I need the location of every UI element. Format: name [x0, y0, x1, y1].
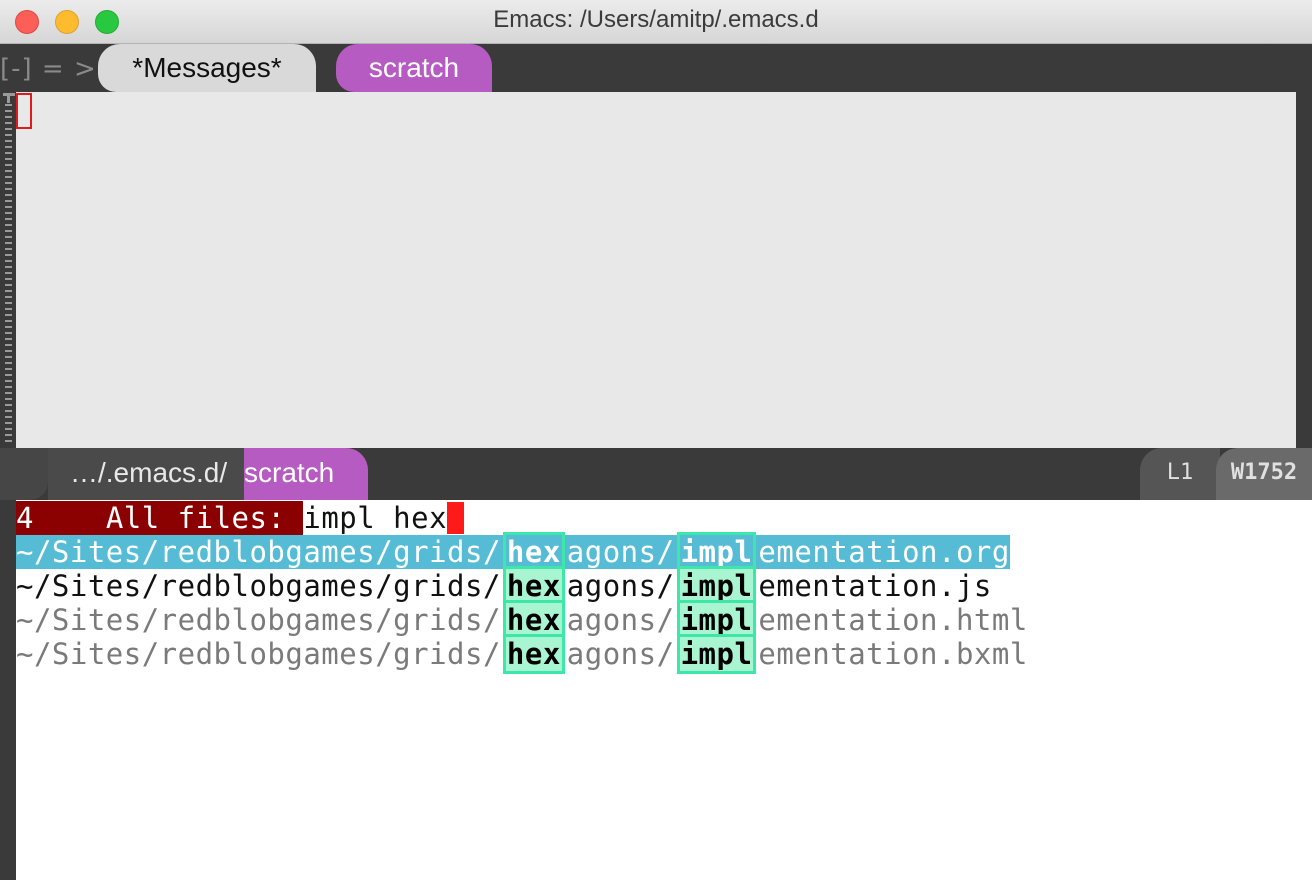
minimize-window-button[interactable]: [55, 10, 79, 34]
tab-scratch[interactable]: scratch: [336, 44, 492, 92]
candidate-match-impl: impl: [676, 532, 757, 572]
minibuffer-input[interactable]: impl hex: [303, 501, 448, 535]
candidate-match-impl: impl: [676, 566, 757, 606]
window-title: Emacs: /Users/amitp/.emacs.d: [493, 6, 819, 33]
tab-messages[interactable]: *Messages*: [98, 44, 316, 92]
mode-line-line-number: L1: [1140, 448, 1220, 500]
candidate-match-impl: impl: [676, 634, 757, 674]
candidate-path-suffix: ementation.js: [758, 569, 992, 603]
candidate-path-prefix: ~/Sites/redblobgames/grids/: [16, 535, 501, 569]
candidate-path-middle: agons/: [566, 603, 675, 637]
mode-line-directory: …/.emacs.d/: [48, 448, 244, 500]
mode-line-word-count: W1752: [1216, 448, 1312, 500]
tab-nav-buttons[interactable]: [-] = >: [0, 54, 97, 84]
title-bar: Emacs: /Users/amitp/.emacs.d: [0, 0, 1312, 44]
minibuffer-prompt-line[interactable]: 4 All files: impl hex: [16, 501, 465, 535]
minibuffer-cursor: [447, 502, 465, 534]
candidate-path-suffix: ementation.bxml: [758, 637, 1028, 671]
candidate-match-hex: hex: [502, 566, 565, 606]
candidate-match-hex: hex: [502, 634, 565, 674]
candidate-path-middle: agons/: [566, 535, 675, 569]
candidate-count: 4: [16, 501, 34, 535]
empty-lines-indicator: [5, 104, 12, 444]
candidate-match-impl: impl: [676, 600, 757, 640]
candidate-path-middle: agons/: [566, 569, 675, 603]
scratch-buffer-text-area[interactable]: [16, 92, 1296, 448]
candidate-path-suffix: ementation.html: [758, 603, 1028, 637]
candidate-path-prefix: ~/Sites/redblobgames/grids/: [16, 637, 501, 671]
minibuffer-fringe: [0, 500, 16, 880]
point-cursor: [16, 93, 32, 129]
zoom-window-button[interactable]: [95, 10, 119, 34]
mode-line-status-segment: [0, 448, 48, 500]
tab-bar: [-] = > *Messages* scratch: [0, 44, 1312, 92]
close-window-button[interactable]: [15, 10, 39, 34]
candidate-path-middle: agons/: [566, 637, 675, 671]
mode-line-buffer-name[interactable]: scratch: [244, 448, 368, 500]
candidate-match-hex: hex: [502, 600, 565, 640]
prompt-label: All files:: [105, 501, 304, 535]
top-of-buffer-indicator-stem: [7, 93, 10, 103]
prompt-gap: [33, 501, 106, 535]
mode-line: …/.emacs.d/ scratch L1 W1752: [0, 448, 1312, 500]
candidate-match-hex: hex: [502, 532, 565, 572]
candidate-path-prefix: ~/Sites/redblobgames/grids/: [16, 603, 501, 637]
candidate-path-prefix: ~/Sites/redblobgames/grids/: [16, 569, 501, 603]
candidate-path-suffix: ementation.org: [758, 535, 1010, 569]
right-fringe: [1296, 92, 1312, 448]
